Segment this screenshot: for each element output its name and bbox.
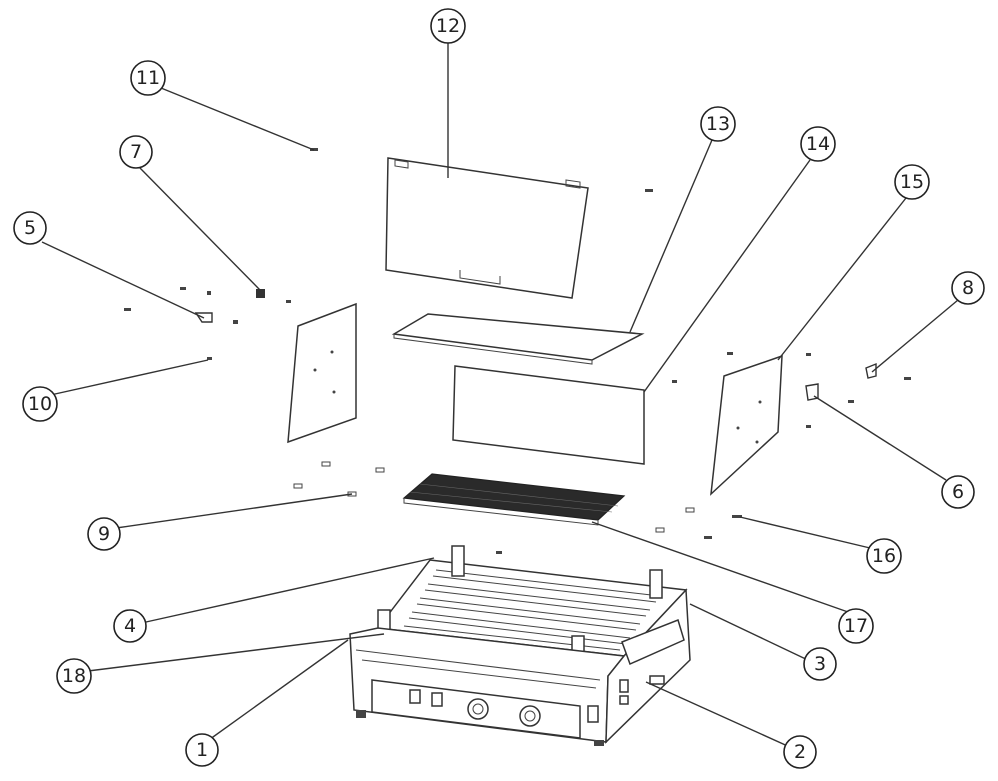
callout-11-label: 11 <box>136 67 160 89</box>
callout-14-label: 14 <box>806 133 830 155</box>
callout-16: 16 <box>866 538 902 574</box>
part-15-right-side-panel <box>710 354 783 496</box>
callout-18: 18 <box>56 658 92 694</box>
callout-17: 17 <box>838 608 874 644</box>
callout-15: 15 <box>894 164 930 200</box>
callout-2: 2 <box>783 735 817 769</box>
callout-18-label: 18 <box>62 665 86 687</box>
part-13-top-glass <box>391 313 645 365</box>
callout-11: 11 <box>130 60 166 96</box>
callout-9-label: 9 <box>98 523 110 545</box>
callout-7: 7 <box>119 135 153 169</box>
callout-13: 13 <box>700 106 736 142</box>
callout-7-label: 7 <box>130 141 142 163</box>
part-17-grill-tray <box>402 473 626 526</box>
part-12-back-panel <box>385 157 589 299</box>
callout-5: 5 <box>13 211 47 245</box>
small-hardware <box>124 148 911 554</box>
callout-8-label: 8 <box>962 277 974 299</box>
callout-17-label: 17 <box>844 615 868 637</box>
callout-6-label: 6 <box>952 481 964 503</box>
callout-12-label: 12 <box>436 15 460 37</box>
callout-3-label: 3 <box>814 653 826 675</box>
callout-12: 12 <box>430 8 466 44</box>
callout-3: 3 <box>803 647 837 681</box>
callout-4-label: 4 <box>124 615 136 637</box>
callout-1-label: 1 <box>196 739 208 761</box>
callout-14: 14 <box>800 126 836 162</box>
callout-10-label: 10 <box>28 393 52 415</box>
left-side-panel <box>287 302 357 444</box>
part-14-front-panel <box>452 365 645 465</box>
callout-10: 10 <box>22 386 58 422</box>
callout-4: 4 <box>113 609 147 643</box>
callout-9: 9 <box>87 517 121 551</box>
leader-lines <box>41 40 959 749</box>
callout-8: 8 <box>951 271 985 305</box>
callout-1: 1 <box>185 733 219 767</box>
callout-13-label: 13 <box>706 113 730 135</box>
main-body <box>349 545 691 746</box>
callout-15-label: 15 <box>900 171 924 193</box>
callout-5-label: 5 <box>24 217 36 239</box>
callout-6: 6 <box>941 475 975 509</box>
callout-2-label: 2 <box>794 741 806 763</box>
callout-16-label: 16 <box>872 545 896 567</box>
